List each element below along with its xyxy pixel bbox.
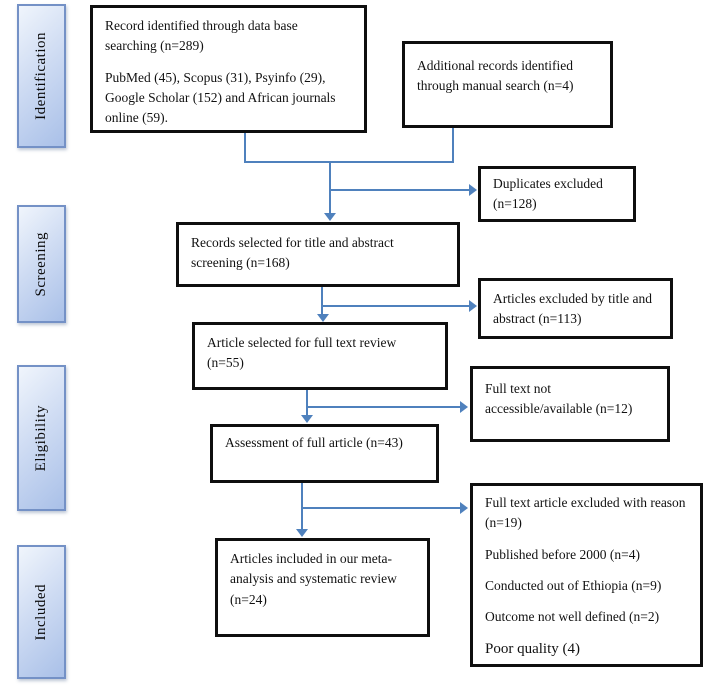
arrow-down-to-included-icon <box>296 529 308 537</box>
connector-to-not-accessible <box>306 406 460 408</box>
arrow-down-to-screening-icon <box>324 213 336 221</box>
stage-label: Screening <box>33 231 49 297</box>
connector-merge-horizontal <box>244 161 454 163</box>
box-text: Article selected for full text review (n… <box>207 335 397 371</box>
box-database-search: Record identified through data base sear… <box>90 5 367 133</box>
box-text: Outcome not well defined (n=2) <box>485 609 660 624</box>
box-excluded-with-reason: Full text article excluded with reason (… <box>470 483 703 667</box>
connector-to-fulltext-review <box>321 287 323 314</box>
connector-to-duplicates <box>330 189 469 191</box>
box-included-studies: Articles included in our meta-analysis a… <box>215 538 430 637</box>
box-full-article-assessment: Assessment of full article (n=43) <box>210 424 439 483</box>
connector-to-assessment <box>306 390 308 415</box>
arrow-down-to-fulltext-review-icon <box>317 314 329 322</box>
box-text: Full text not accessible/available (n=12… <box>485 381 633 417</box>
box-text: Duplicates excluded (n=128) <box>493 176 603 212</box>
box-text: Published before 2000 (n=4) <box>485 546 640 562</box>
stage-label: Identification <box>33 32 49 120</box>
connector-to-screening <box>329 161 331 213</box>
box-manual-search: Additional records identified through ma… <box>402 41 613 128</box>
arrow-right-to-excluded-title-icon <box>469 300 477 312</box>
stage-screening: Screening <box>17 205 66 323</box>
connector-to-included <box>301 483 303 529</box>
connector-to-excluded-title <box>321 305 469 307</box>
box-title-abstract-screening: Records selected for title and abstract … <box>176 222 460 287</box>
box-text: Records selected for title and abstract … <box>191 235 394 271</box>
stage-identification: Identification <box>17 4 66 148</box>
stage-label: Eligibility <box>33 404 49 472</box>
stage-label: Included <box>33 583 49 641</box>
box-text: Articles included in our meta-analysis a… <box>230 551 397 607</box>
box-text: Additional records identified through ma… <box>417 58 574 94</box>
connector-to-excluded-reason <box>301 507 460 509</box>
box-text: Full text article excluded with reason (… <box>485 495 686 531</box>
arrow-down-to-assessment-icon <box>301 415 313 423</box>
box-full-text-review: Article selected for full text review (n… <box>192 322 448 390</box>
box-text: Assessment of full article (n=43) <box>225 435 403 450</box>
stage-eligibility: Eligibility <box>17 365 66 511</box>
box-text: PubMed (45), Scopus (31), Psyinfo (29), … <box>105 69 336 126</box>
box-text: Conducted out of Ethiopia (n=9) <box>485 577 662 593</box>
arrow-right-to-duplicates-icon <box>469 184 477 196</box>
arrow-right-to-excluded-reason-icon <box>460 502 468 514</box>
box-full-text-not-accessible: Full text not accessible/available (n=12… <box>470 366 670 442</box>
connector-manual-down <box>452 128 454 163</box>
stage-included: Included <box>17 545 66 679</box>
arrow-right-to-not-accessible-icon <box>460 401 468 413</box>
connector-db-down <box>244 133 246 163</box>
box-text: Poor quality (4) <box>485 641 580 658</box>
box-text: Record identified through data base sear… <box>105 18 298 54</box>
box-text: Articles excluded by title and abstract … <box>493 291 652 327</box>
box-duplicates-excluded: Duplicates excluded (n=128) <box>478 166 636 222</box>
box-excluded-title-abstract: Articles excluded by title and abstract … <box>478 278 673 339</box>
